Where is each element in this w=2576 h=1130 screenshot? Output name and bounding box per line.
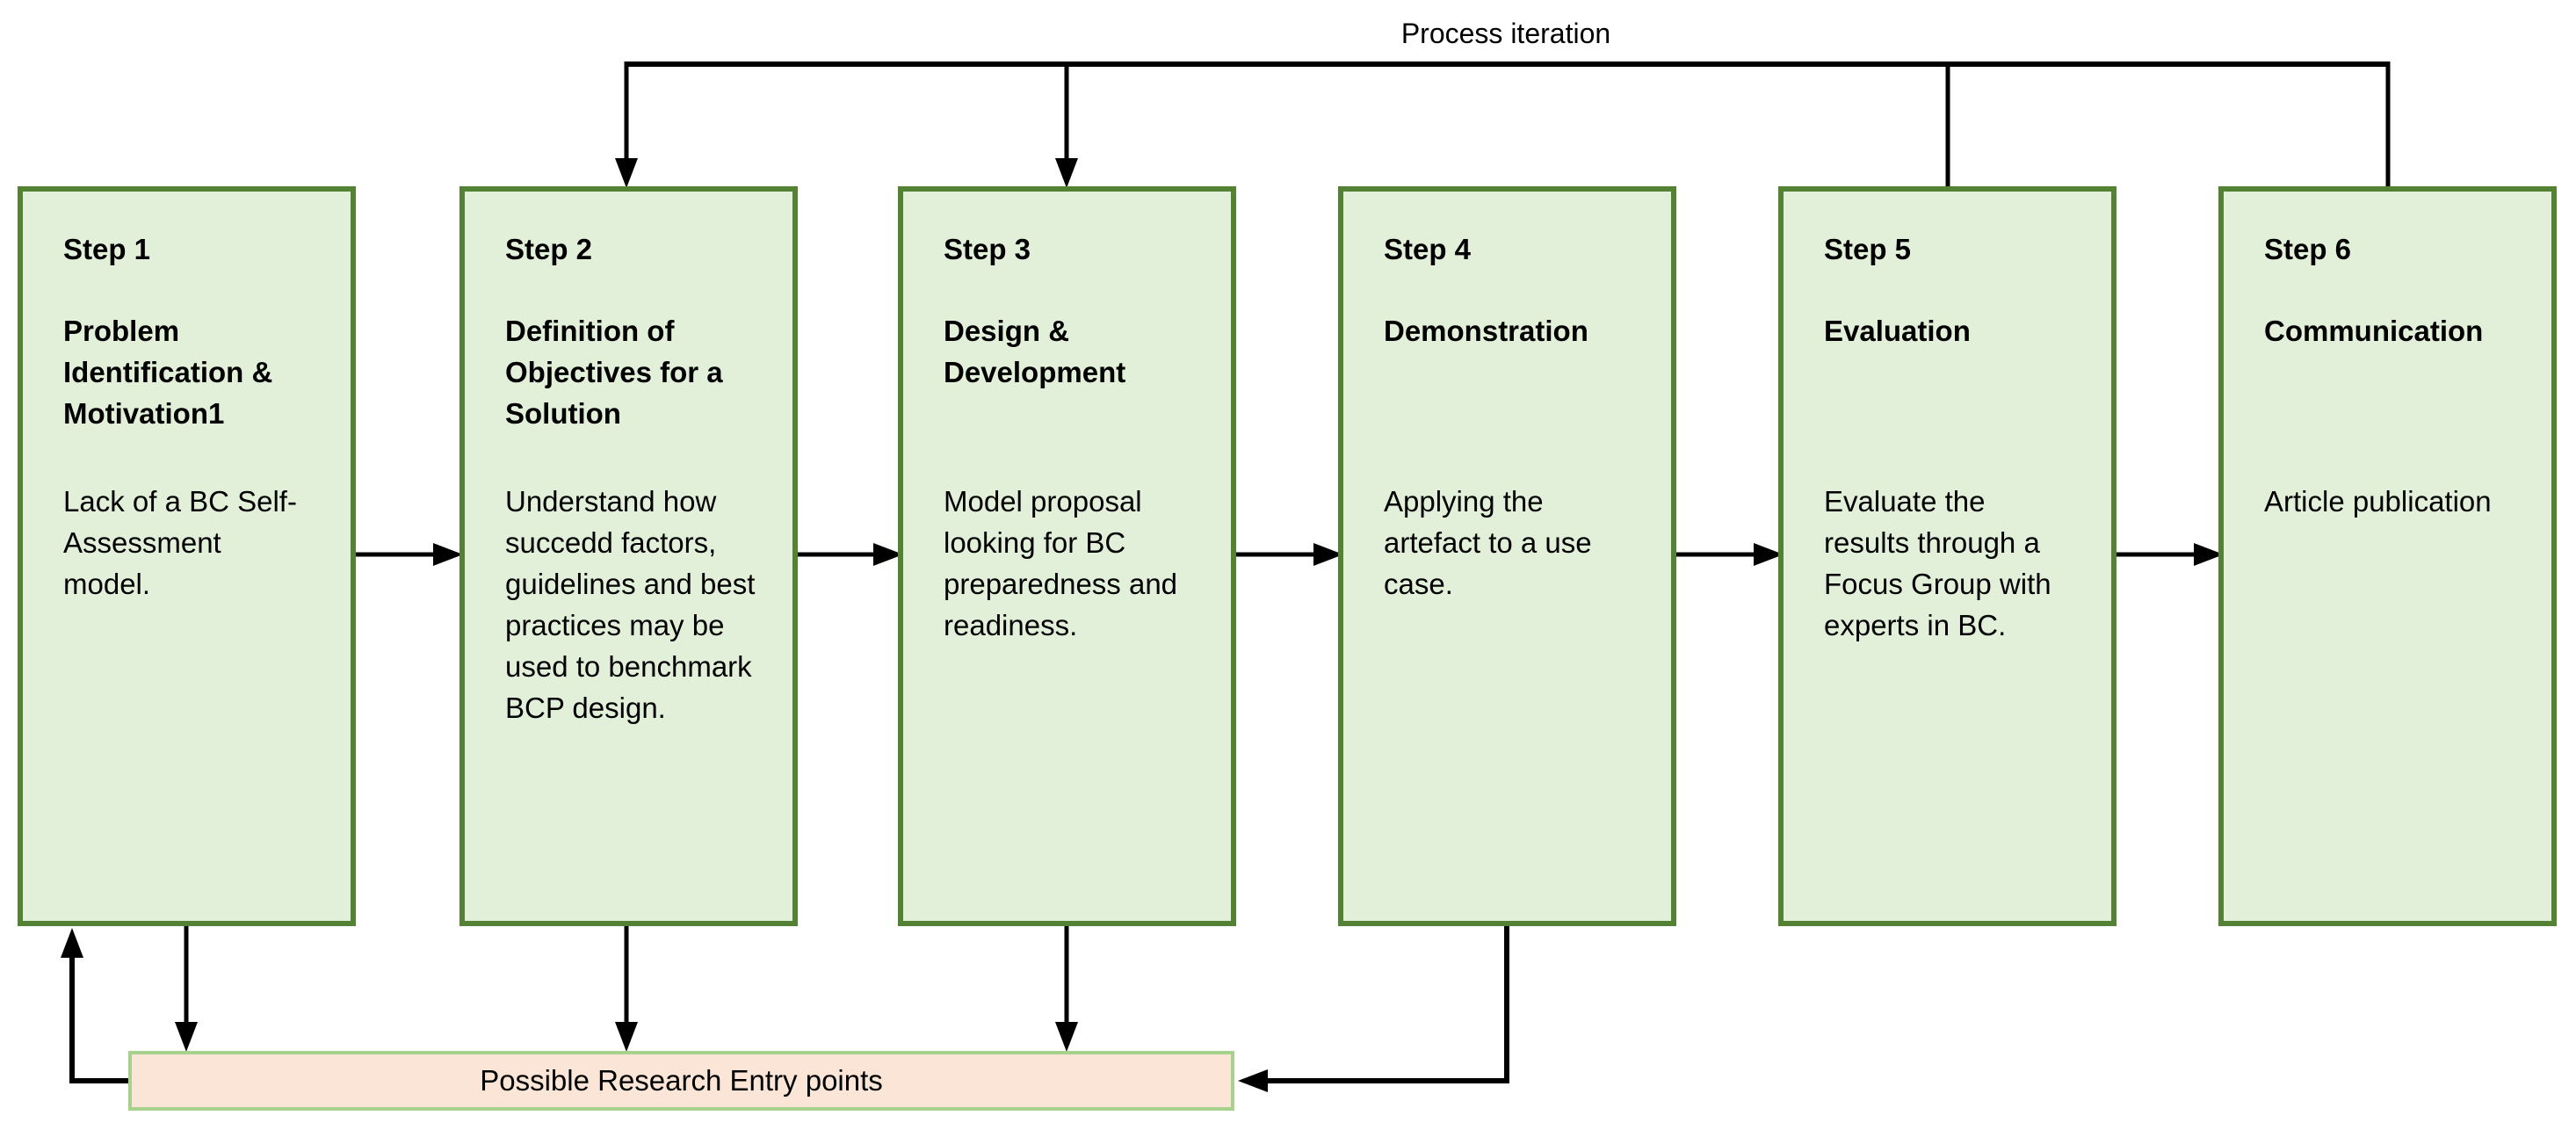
iteration-drop-step2-arrowhead	[615, 158, 638, 188]
step-6-title: Step 6	[2264, 233, 2352, 265]
iteration-drop-step3-arrowhead	[1055, 158, 1078, 188]
connector-step2-entrybar-arrowhead	[615, 1022, 638, 1052]
connector-step1-step2-arrowhead	[433, 543, 463, 566]
connector-step4-step5-arrowhead	[1754, 543, 1784, 566]
connector-step3-entrybar-arrowhead	[1055, 1022, 1078, 1052]
connector-step5-step6-arrowhead	[2194, 543, 2224, 566]
entry-points-bar: Possible Research Entry points	[128, 1051, 1234, 1111]
step-3-body: Model proposal looking for BC preparedne…	[944, 485, 1178, 641]
connector-step4-entrybar-line	[1268, 926, 1509, 1083]
process-iteration-label: Process iteration	[1400, 18, 1611, 49]
step-5-box: Step 5 Evaluation Evaluate the results t…	[1778, 186, 2117, 926]
step-2-title: Step 2	[505, 233, 593, 265]
step-4-body: Applying the artefact to a use case.	[1384, 485, 1592, 600]
connector-step4-entrybar-arrowhead	[1238, 1069, 1268, 1092]
connector-entrybar-step1-arrowhead	[61, 928, 83, 958]
connector-step1-entrybar-arrowhead	[175, 1022, 198, 1052]
step-3-title: Step 3	[944, 233, 1031, 265]
step-6-box: Step 6 Communication Article publication	[2218, 186, 2557, 926]
connector-step3-step4-arrowhead	[1313, 543, 1343, 566]
step-1-body: Lack of a BC Self- Assessment model.	[63, 485, 297, 600]
connector-entrybar-step1-line	[69, 958, 128, 1083]
step-1-heading: Problem Identification & Motivation1	[63, 315, 273, 430]
step-3-box: Step 3 Design & Development Model propos…	[898, 186, 1236, 926]
step-5-body: Evaluate the results through a Focus Gro…	[1824, 485, 2051, 641]
step-5-title: Step 5	[1824, 233, 1912, 265]
connector-step2-step3-arrowhead	[873, 543, 903, 566]
step-1-box: Step 1 Problem Identification & Motivati…	[18, 186, 356, 926]
step-4-title: Step 4	[1384, 233, 1472, 265]
step-2-box: Step 2 Definition of Objectives for a So…	[459, 186, 798, 926]
entry-points-label: Possible Research Entry points	[480, 1064, 883, 1097]
step-1-title: Step 1	[63, 233, 151, 265]
step-6-heading: Communication	[2264, 315, 2484, 347]
step-4-heading: Demonstration	[1384, 315, 1588, 347]
step-4-box: Step 4 Demonstration Applying the artefa…	[1338, 186, 1676, 926]
step-3-heading: Design & Development	[944, 315, 1126, 388]
step-2-body: Understand how succedd factors, guidelin…	[505, 485, 756, 724]
step-6-body: Article publication	[2264, 485, 2492, 518]
step-5-heading: Evaluation	[1824, 315, 1971, 347]
step-2-heading: Definition of Objectives for a Solution	[505, 315, 723, 430]
